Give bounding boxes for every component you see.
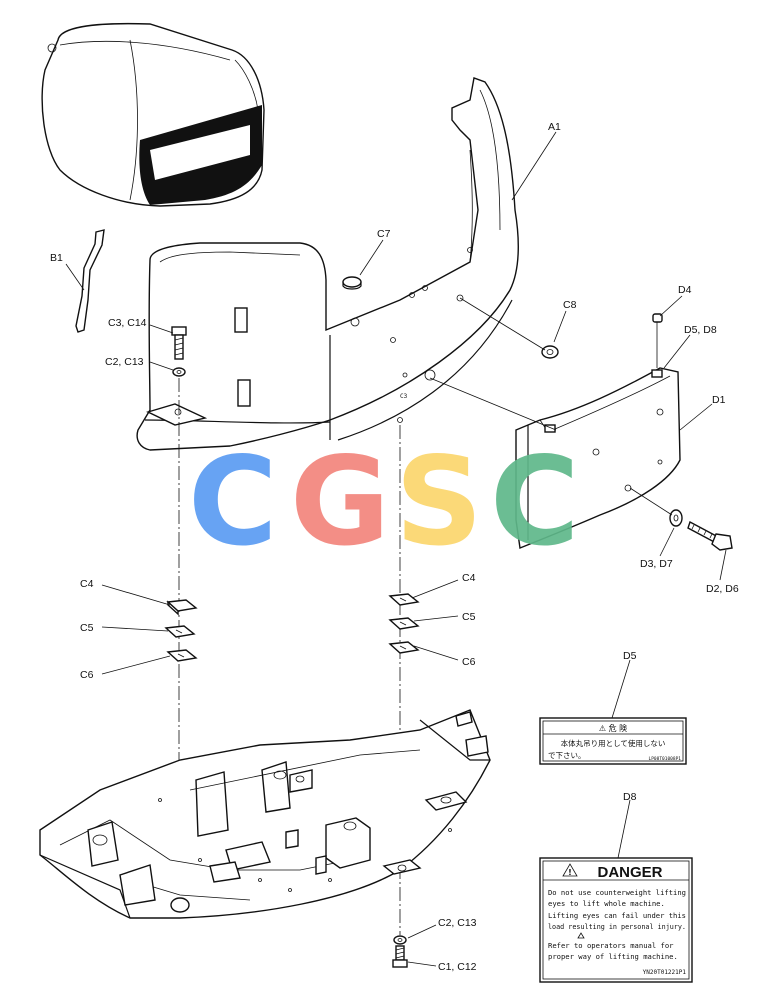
label-c5-left: C5: [80, 622, 94, 634]
leader-lines: [65, 131, 727, 967]
label-c5-right: C5: [462, 611, 476, 623]
decal-d5-header: ⚠ 危 険: [599, 723, 627, 733]
label-c2-c13-bottom: C2, C13: [438, 917, 477, 929]
decal-d8-line-6: proper way of lifting machine.: [548, 952, 678, 961]
svg-text:C3: C3: [400, 393, 408, 400]
washer-c2-c13-top: [172, 367, 186, 377]
upper-frame: [39, 709, 491, 919]
watermark-letter-c1: C: [188, 431, 278, 573]
watermark-letter-g: G: [290, 431, 390, 573]
shims-right: [388, 593, 420, 654]
decal-d8-exclamation-icon: !: [568, 868, 572, 877]
engine-hood: [41, 22, 265, 207]
bolt-d2-d6: [687, 520, 733, 551]
decal-d5-line1: 本体丸吊り用として使用しない: [561, 738, 666, 748]
label-c6-left: C6: [80, 669, 94, 681]
bolt-c1-c12: [392, 945, 408, 968]
washer-c8: [541, 345, 559, 359]
decal-d8: ! DANGER Do not use counterweight liftin…: [539, 857, 693, 983]
decal-d8-line-5: Refer to operators manual for: [548, 941, 674, 950]
label-c8: C8: [563, 299, 577, 311]
decal-d5: ⚠ 危 険 本体丸吊り用として使用しない で下さい。 LP08T01008P1: [539, 717, 687, 765]
label-a1: A1: [548, 121, 561, 133]
label-d3-d7: D3, D7: [640, 558, 673, 570]
bolt-c3-c14: [171, 326, 187, 360]
label-c1-c12: C1, C12: [438, 961, 477, 973]
cap-d4: [652, 313, 663, 323]
label-c2-c13-top: C2, C13: [105, 356, 144, 368]
bracket-b1: [75, 229, 105, 333]
label-c4-left: C4: [80, 578, 94, 590]
label-c3-c14: C3, C14: [108, 317, 147, 329]
counterweight-a1: C3: [136, 77, 519, 451]
decal-d5-code: LP08T01008P1: [648, 756, 681, 762]
label-d5-decal: D5: [623, 650, 637, 662]
decal-d8-header: DANGER: [597, 864, 662, 881]
decal-d8-line-4: load resulting in personal injury.: [548, 922, 686, 931]
decal-d5-line2: で下さい。: [548, 751, 586, 760]
washer-d3-d7: [669, 509, 683, 527]
label-c7: C7: [377, 228, 391, 240]
label-d4: D4: [678, 284, 692, 296]
label-d5-d8: D5, D8: [684, 324, 717, 336]
label-c6-right: C6: [462, 656, 476, 668]
shims-left: [164, 599, 198, 662]
decal-d8-code: YN20T01221P1: [643, 969, 687, 976]
washer-c2-c13-bottom: [393, 935, 407, 945]
label-d1: D1: [712, 394, 726, 406]
decal-d8-line-2: eyes to lift whole machine.: [548, 899, 665, 908]
watermark-letter-s: S: [395, 431, 483, 573]
label-b1: B1: [50, 252, 63, 264]
label-c4-right: C4: [462, 572, 476, 584]
decal-d8-line-1: Do not use counterweight lifting: [548, 888, 686, 897]
decal-d8-line-3: Lifting eyes can fail under this: [548, 911, 686, 920]
label-d8-decal: D8: [623, 791, 637, 803]
part-labels: A1 B1 C7 C8 C3, C14 C2, C13 D4 D5, D8 D1…: [50, 121, 739, 973]
watermark-letter-c2: C: [490, 431, 580, 573]
cap-c7: [342, 276, 362, 290]
watermark: C G S C: [188, 431, 580, 573]
label-d2-d6: D2, D6: [706, 583, 739, 595]
